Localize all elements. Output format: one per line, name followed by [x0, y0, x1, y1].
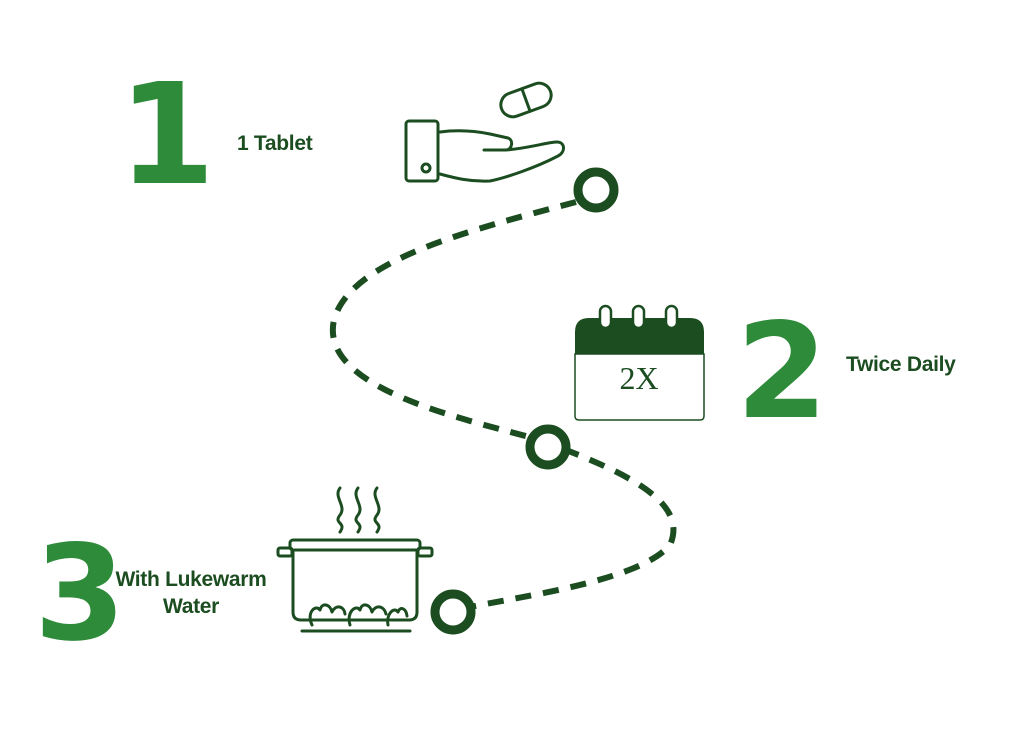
path-node-3 — [430, 589, 476, 635]
path-node-2 — [525, 424, 571, 470]
dashed-path — [329, 199, 677, 610]
path-node-1 — [573, 167, 619, 213]
calendar-icon — [574, 304, 705, 421]
cooking-pot-icon — [276, 486, 434, 633]
step-label-3: With Lukewarm Water — [115, 568, 267, 618]
step-label-2: Twice Daily — [846, 353, 956, 376]
hand-holding-pill-icon — [404, 81, 565, 183]
step-number-1: 1 — [118, 54, 216, 217]
step-number-2: 2 — [736, 295, 828, 449]
step-number-3: 3 — [34, 517, 126, 671]
calendar-frequency-text: 2X — [619, 360, 659, 396]
step-label-1: 1 Tablet — [237, 132, 313, 155]
